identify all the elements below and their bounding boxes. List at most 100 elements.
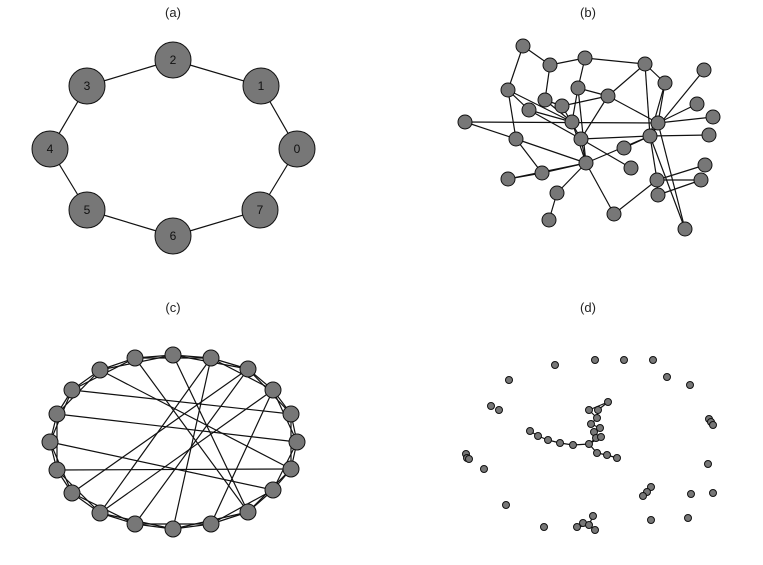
- random-edge: [561, 95, 609, 107]
- random-node: [549, 185, 565, 201]
- ring-node-label: 2: [170, 53, 177, 67]
- random-edge: [528, 109, 582, 140]
- ring-node-label: 4: [47, 142, 54, 156]
- random-node: [650, 115, 666, 131]
- sparse-node: [465, 455, 473, 463]
- smallworld-node: [164, 346, 182, 364]
- random-edge: [613, 179, 658, 215]
- smallworld-node: [164, 520, 182, 538]
- random-node: [508, 131, 524, 147]
- random-node: [657, 75, 673, 91]
- sparse-node: [620, 356, 628, 364]
- sparse-node: [551, 361, 559, 369]
- random-node: [537, 92, 553, 108]
- random-node: [701, 127, 717, 143]
- sparse-node: [663, 373, 671, 381]
- sparse-node: [686, 381, 694, 389]
- smallworld-node: [126, 349, 144, 367]
- smallworld-edge: [134, 357, 249, 513]
- random-node: [642, 128, 658, 144]
- random-node: [554, 98, 570, 114]
- ring-node: [154, 217, 192, 255]
- sparse-node: [591, 356, 599, 364]
- random-edge: [649, 134, 710, 137]
- sparse-node: [597, 433, 605, 441]
- sparse-node: [709, 489, 717, 497]
- smallworld-node: [264, 481, 282, 499]
- smallworld-edge: [71, 389, 292, 415]
- smallworld-node: [63, 381, 81, 399]
- sparse-node: [495, 406, 503, 414]
- sparse-node: [573, 523, 581, 531]
- ring-node: [242, 67, 280, 105]
- random-edge: [515, 138, 587, 164]
- sparse-node: [569, 441, 577, 449]
- random-node: [534, 165, 550, 181]
- ring-node-label: 0: [294, 142, 301, 156]
- smallworld-edge: [71, 368, 249, 494]
- random-edge: [644, 63, 651, 137]
- sparse-node: [649, 356, 657, 364]
- sparse-node: [596, 424, 604, 432]
- random-node: [500, 82, 516, 98]
- random-node: [578, 155, 594, 171]
- sparse-node: [639, 492, 647, 500]
- sparse-node: [544, 436, 552, 444]
- sparse-node: [585, 521, 593, 529]
- ring-node-label: 7: [257, 203, 264, 217]
- ring-node: [241, 191, 279, 229]
- random-edge: [577, 87, 587, 164]
- smallworld-node: [264, 381, 282, 399]
- ring-node-label: 5: [84, 203, 91, 217]
- smallworld-edge: [99, 357, 212, 514]
- random-edge: [607, 63, 646, 97]
- random-node: [521, 102, 537, 118]
- random-edge: [507, 89, 517, 140]
- smallworld-node: [282, 460, 300, 478]
- random-edge: [584, 57, 646, 65]
- panel-b-title: (b): [580, 5, 596, 20]
- smallworld-node: [91, 504, 109, 522]
- sparse-node: [594, 406, 602, 414]
- smallworld-edge: [56, 468, 292, 471]
- random-node: [500, 171, 516, 187]
- random-node: [696, 62, 712, 78]
- random-node: [515, 38, 531, 54]
- random-edge: [585, 162, 615, 215]
- sparse-node: [589, 512, 597, 520]
- sparse-node: [593, 449, 601, 457]
- panel-a-title: (a): [165, 5, 181, 20]
- random-node: [541, 212, 557, 228]
- smallworld-node: [282, 405, 300, 423]
- ring-node: [31, 130, 69, 168]
- ring-node: [68, 67, 106, 105]
- ring-node: [68, 191, 106, 229]
- ring-node: [278, 130, 316, 168]
- random-node: [693, 172, 709, 188]
- sparse-node: [540, 523, 548, 531]
- ring-node-label: 6: [170, 229, 177, 243]
- random-node: [677, 221, 693, 237]
- random-node: [606, 206, 622, 222]
- sparse-node: [647, 516, 655, 524]
- sparse-node: [684, 514, 692, 522]
- smallworld-node: [239, 360, 257, 378]
- panel-c-small-world-graph: [41, 346, 306, 538]
- smallworld-edge: [210, 389, 274, 525]
- smallworld-edge: [172, 354, 249, 513]
- smallworld-node: [202, 515, 220, 533]
- sparse-node: [585, 406, 593, 414]
- random-node: [600, 88, 616, 104]
- random-edge: [607, 95, 659, 124]
- random-edge: [580, 138, 632, 169]
- random-node: [457, 114, 473, 130]
- sparse-node: [585, 440, 593, 448]
- smallworld-node: [126, 515, 144, 533]
- random-node: [577, 50, 593, 66]
- ring-node: [154, 41, 192, 79]
- sparse-node: [487, 402, 495, 410]
- sparse-node: [593, 414, 601, 422]
- sparse-node: [603, 451, 611, 459]
